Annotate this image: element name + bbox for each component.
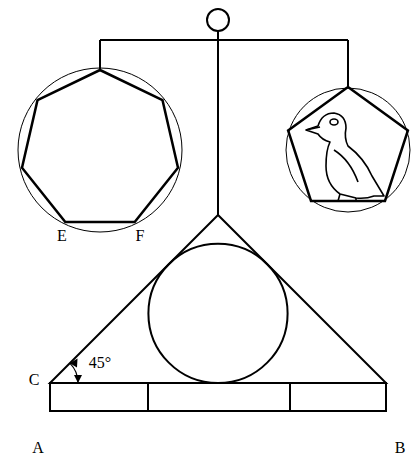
bird-outline — [306, 113, 384, 198]
point-label: C — [29, 372, 40, 388]
bar-division — [147, 383, 149, 411]
point-label: A — [32, 440, 44, 456]
triangle — [50, 215, 386, 383]
bird-feet — [334, 194, 362, 201]
beam — [100, 39, 348, 41]
hanger-stem — [217, 31, 219, 40]
bird-beak — [306, 127, 320, 130]
bird — [306, 113, 384, 201]
vertex-label: F — [136, 228, 145, 244]
vertex-label: E — [57, 228, 67, 244]
inscribed-circle — [148, 244, 287, 383]
hanger-ring — [207, 9, 229, 31]
bird-wing — [334, 150, 358, 182]
bar-division — [289, 383, 291, 411]
right-hanger — [347, 40, 349, 87]
right-circle — [286, 88, 410, 212]
heptagon — [22, 70, 178, 222]
pentagon — [288, 87, 408, 201]
angle-label: 45° — [89, 355, 111, 371]
point-label: B — [395, 440, 406, 456]
center-post — [217, 40, 219, 215]
arrowhead — [70, 359, 78, 368]
bird-eye — [330, 119, 338, 125]
left-hanger — [99, 40, 101, 70]
left-circle — [18, 68, 182, 232]
base-bar — [50, 383, 386, 411]
arrowhead — [74, 375, 82, 383]
